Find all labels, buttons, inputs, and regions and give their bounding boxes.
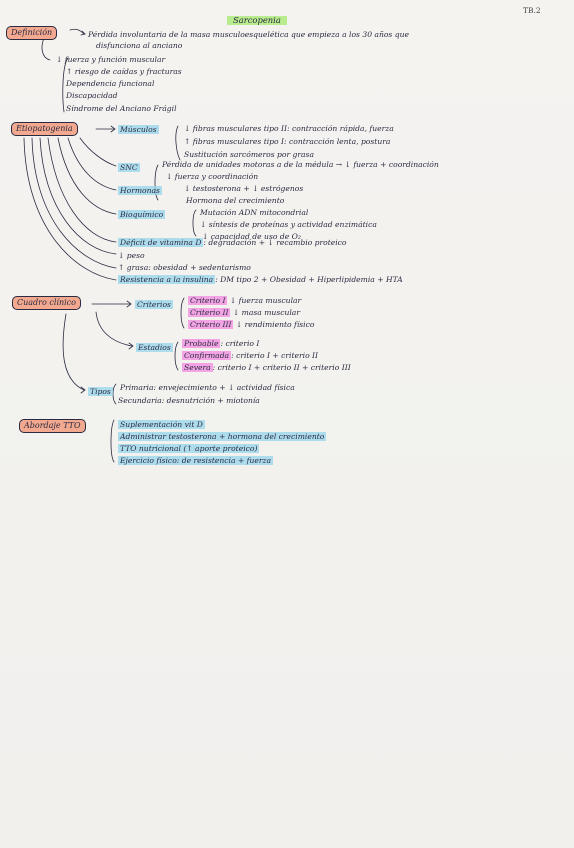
tipo-item: Primaria: envejecimiento + ↓ actividad f… <box>120 383 295 392</box>
estadio-name: Severa <box>182 363 213 372</box>
abordaje-heading: Abordaje TTO <box>19 419 86 433</box>
estadio-text: : criterio I + criterio II + criterio II… <box>212 363 351 372</box>
criterio-text: ↓ rendimiento físico <box>235 320 315 329</box>
criterio-row: Criterio III ↓ rendimiento físico <box>188 320 314 329</box>
estadio-row: Confirmada: criterio I + criterio II <box>182 351 318 360</box>
grasa-item: ↑ grasa: obesidad + sedentarismo <box>118 263 251 272</box>
musculos-line: ↑ fibras musculares tipo I: contracción … <box>184 137 391 146</box>
hormonas-label: Hormonas <box>118 186 162 195</box>
snc-line: Pérdida de unidades motoras a de la médu… <box>162 160 439 169</box>
musculos-line: ↓ fibras musculares tipo II: contracción… <box>184 124 394 133</box>
deficit-label: Déficit de vitamina D <box>118 238 204 247</box>
insulina-item: Resistencia a la insulina: DM tipo 2 + O… <box>118 275 403 284</box>
cuadro-clinico-heading: Cuadro clínico <box>12 296 81 310</box>
hormonas-line: ↓ testosterona + ↓ estrógenos <box>184 184 304 193</box>
estadio-name: Confirmada <box>182 351 232 360</box>
definicion-item: ↓ fuerza y función muscular <box>56 55 166 64</box>
criterio-name: Criterio III <box>188 320 234 329</box>
criterio-name: Criterio I <box>188 296 228 305</box>
criterio-row: Criterio I ↓ fuerza muscular <box>188 296 301 305</box>
abordaje-item: TTO nutricional (↑ aporte proteico) <box>118 444 260 453</box>
criterio-text: ↓ masa muscular <box>232 308 300 317</box>
bioquimico-label: Bioquímico <box>118 210 166 219</box>
grasa-text: : obesidad + sedentarismo <box>148 263 251 272</box>
estadio-text: : criterio I <box>220 339 260 348</box>
bioquimico-line: ↓ síntesis de proteínas y actividad enzi… <box>200 220 377 229</box>
estadio-row: Probable: criterio I <box>182 339 259 348</box>
definicion-item: Discapacidad <box>66 91 118 100</box>
musculos-line: Sustitución sarcómeros por grasa <box>184 150 314 159</box>
criterio-row: Criterio II ↓ masa muscular <box>188 308 300 317</box>
estadio-row: Severa: criterio I + criterio II + crite… <box>182 363 351 372</box>
bioquimico-line: ↓ capacidad de uso de O₂ <box>202 232 301 241</box>
definicion-text-2: disfunciona al anciano <box>96 41 183 50</box>
definicion-text-1: Pérdida involuntaria de la masa musculoe… <box>88 30 409 39</box>
definicion-item: ↑ riesgo de caídas y fracturas <box>66 67 182 76</box>
definicion-item: Dependencia funcional <box>66 79 155 88</box>
peso-item: ↓ peso <box>118 251 145 260</box>
estadios-label: Estadios <box>136 343 173 352</box>
abordaje-item: Administrar testosterona + hormona del c… <box>118 432 327 441</box>
page-title: Sarcopenia <box>227 16 287 25</box>
page-number: TB.2 <box>523 6 541 15</box>
criterios-label: Criterios <box>135 300 173 309</box>
insulina-label: Resistencia a la insulina <box>118 275 216 284</box>
estadio-text: : criterio I + criterio II <box>231 351 319 360</box>
snc-line: ↓ fuerza y coordinación <box>166 172 259 181</box>
etiopatogenia-heading: Etiopatogenia <box>11 122 78 136</box>
snc-label: SNC <box>118 163 140 172</box>
musculos-label: Músculos <box>118 125 159 134</box>
grasa-label: ↑ grasa <box>118 263 149 272</box>
tipo-item: Secundaria: desnutrición + miotonía <box>118 396 260 405</box>
criterio-text: ↓ fuerza muscular <box>229 296 302 305</box>
estadio-name: Probable <box>182 339 221 348</box>
criterio-name: Criterio II <box>188 308 231 317</box>
hormonas-line: Hormona del crecimiento <box>186 196 285 205</box>
tipos-label: Tipos <box>88 387 113 396</box>
definicion-item: Síndrome del Anciano Frágil <box>66 104 177 113</box>
deficit-vitamina-d: Déficit de vitamina D: degradación + ↓ r… <box>118 238 347 247</box>
definicion-heading: Definición <box>6 26 58 40</box>
abordaje-item: Ejercicio físico: de resistencia + fuerz… <box>118 456 274 465</box>
abordaje-item: Suplementación vit D <box>118 420 205 429</box>
bioquimico-line: Mutación ADN mitocondrial <box>200 208 309 217</box>
insulina-text: : DM tipo 2 + Obesidad + Hiperlipidemia … <box>215 275 403 284</box>
deficit-text: : degradación + ↓ recambio proteico <box>203 238 347 247</box>
